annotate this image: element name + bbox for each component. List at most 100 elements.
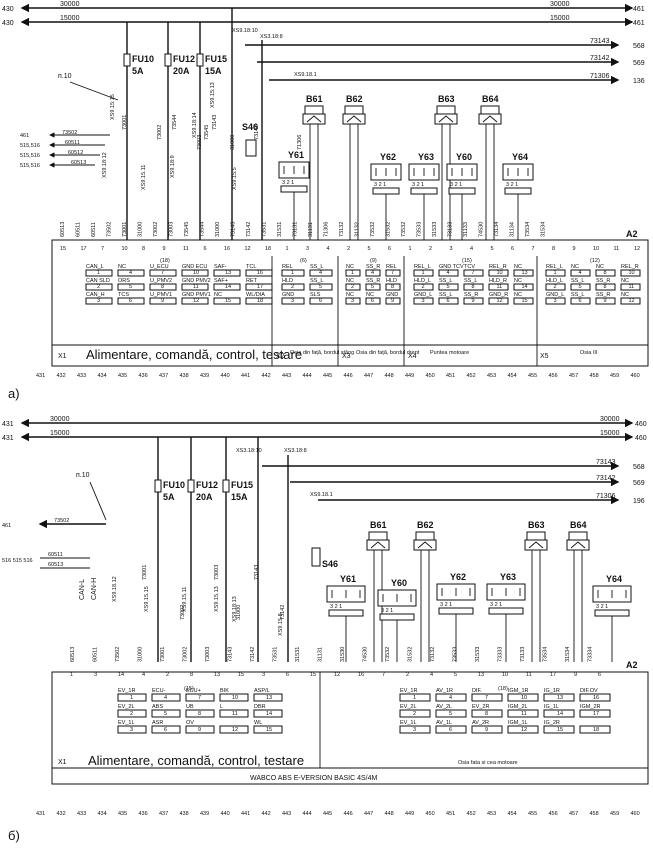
- grid-reference: 455: [528, 373, 537, 379]
- reference-label: п.10: [58, 73, 72, 80]
- section1-pin-number: 3: [130, 727, 133, 733]
- section1-cell-label: CAN_L: [86, 264, 104, 270]
- sensor-symbol: [417, 541, 433, 549]
- wire-right-ref: 136: [633, 78, 645, 85]
- fuse-body: [222, 479, 230, 493]
- fuse-body: [187, 479, 195, 493]
- terminal-code: 73003: [205, 647, 211, 662]
- pin-number: 2: [406, 672, 409, 678]
- pin-number: 10: [593, 246, 599, 252]
- terminal-code: 73533: [453, 647, 459, 662]
- fuse-rating: 5A: [163, 492, 175, 502]
- section2-cell-label: GND: [282, 292, 294, 298]
- reference-label: п.10: [76, 472, 90, 479]
- section4-pin-box: [438, 283, 459, 291]
- section2-pin-number: 6: [449, 727, 452, 733]
- section2-pin-box: [435, 693, 467, 702]
- section1-pin-number: 14: [266, 711, 272, 717]
- section3-pin-number: 4: [371, 270, 374, 276]
- section4-cell-label: GND TCV: [439, 264, 464, 270]
- section1-cell-label: ECU-: [152, 688, 166, 694]
- section2-cell-label: AV_2R: [472, 720, 489, 726]
- section2-pin-box: [281, 283, 305, 291]
- wire-right-ref: 569: [633, 60, 645, 67]
- section1-pin-box: [117, 709, 147, 718]
- section4-cell-label: SS_L: [464, 278, 477, 284]
- section4-cell-label: GND_L: [414, 292, 432, 298]
- section1-pin-number: 13: [266, 695, 272, 701]
- pin-number: 9: [574, 672, 577, 678]
- grid-reference: 453: [487, 373, 496, 379]
- section1-pin-box: [213, 283, 241, 291]
- section1-cell-label: BIK: [220, 688, 229, 694]
- grid-reference: 439: [200, 373, 209, 379]
- wire-code: 71306: [590, 73, 610, 80]
- sensor-name: B64: [482, 94, 499, 104]
- grid-reference: 460: [631, 373, 640, 379]
- valve-connector: [328, 609, 364, 617]
- terminal-code: 73532: [370, 222, 376, 237]
- section1-pin-number: 6: [164, 727, 167, 733]
- section2-pin-box: [399, 693, 431, 702]
- section4-pin-number: 5: [447, 284, 450, 290]
- terminal-code: 60513: [70, 647, 76, 662]
- grid-reference: 433: [77, 373, 86, 379]
- terminal-code: 73532: [401, 222, 407, 237]
- section3-pin-number: 5: [371, 284, 374, 290]
- pin-number: 1: [286, 246, 289, 252]
- section2-cell-label: EV_1L: [400, 720, 417, 726]
- section2-pin-box: [309, 283, 333, 291]
- section2-cell-label: DIF.OV: [580, 688, 598, 694]
- section2-pin-box: [471, 693, 503, 702]
- section4-pin-number: 6: [447, 298, 450, 304]
- section4-cell-label: GND_R: [489, 292, 508, 298]
- section1-pin-box: [151, 725, 181, 734]
- section5-pin-number: 3: [554, 298, 557, 304]
- grid-reference: 442: [262, 373, 271, 379]
- pin-number: 6: [598, 672, 601, 678]
- valve-pins: 3 2 1: [596, 604, 608, 610]
- grid-reference: 436: [139, 811, 148, 817]
- connector-label: XS9.18:12: [102, 152, 108, 178]
- vertical-wire-code: 73545: [204, 125, 210, 140]
- section2-pin-box: [471, 725, 503, 734]
- vertical-wire-code: 73142: [254, 125, 260, 140]
- section4-cell-label: SS_L: [439, 292, 452, 298]
- section4-cell-label: SS_R: [464, 292, 478, 298]
- section3-pin-number: 6: [371, 298, 374, 304]
- pin-number: 6: [388, 246, 391, 252]
- section5-cell-label: SS_R: [596, 292, 610, 298]
- section-count: (6): [300, 258, 307, 264]
- connector-label: XS9.18:13: [232, 596, 238, 622]
- grid-reference: 437: [159, 811, 168, 817]
- section1-cell-label: WL/DIA: [246, 292, 265, 298]
- pin-number: 7: [532, 246, 535, 252]
- valve-pins: 3 2 1: [374, 182, 386, 188]
- section4-pin-box: [463, 297, 484, 305]
- pin-number: 4: [430, 672, 433, 678]
- section-id: X2: [276, 353, 285, 360]
- terminal-code: 60513: [60, 222, 66, 237]
- grid-reference: 457: [569, 373, 578, 379]
- sensor-name: B61: [306, 94, 323, 104]
- can-label: CAN-H: [91, 578, 98, 600]
- grid-reference: 444: [303, 811, 312, 817]
- fuse-body: [123, 53, 131, 67]
- section3-cell-label: HLD: [386, 278, 397, 284]
- wire-code: 15000: [550, 15, 570, 22]
- section1-pin-number: 18: [257, 298, 263, 304]
- section1-pin-box: [181, 269, 209, 277]
- terminal-code: 60511: [76, 222, 82, 237]
- section1-cell-label: EV_2L: [118, 704, 135, 710]
- terminal-code: 31134: [510, 222, 516, 237]
- sensor-body: [566, 539, 590, 551]
- section3-cell-label: SS_R: [366, 264, 380, 270]
- terminal-code: 31533: [432, 222, 438, 237]
- terminal-code: 31532: [386, 222, 392, 237]
- terminal-code: 31000: [138, 222, 144, 237]
- terminal-code: 71306: [324, 222, 330, 237]
- section4-pin-box: [413, 283, 434, 291]
- pin-number: 6: [286, 672, 289, 678]
- pin-number: 5: [491, 246, 494, 252]
